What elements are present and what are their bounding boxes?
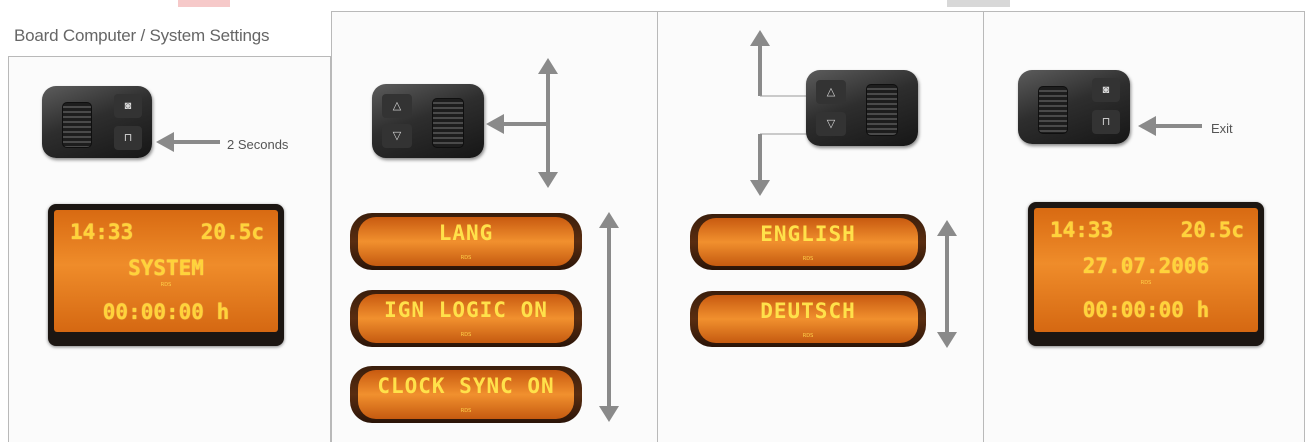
arrow-up-down-icon xyxy=(937,220,957,348)
thumbwheel-icon xyxy=(866,84,898,136)
page-title: Board Computer / System Settings xyxy=(14,26,270,45)
steering-control-icon: △ ▽ xyxy=(806,70,918,146)
caption-exit: Exit xyxy=(1211,121,1233,136)
steering-control-icon: ◙ ⊓ xyxy=(1018,70,1130,144)
display-line2: 27.07.2006 xyxy=(1082,254,1210,278)
option-english[interactable]: ENGLISH RDS xyxy=(690,214,926,270)
menu-item-clock-sync[interactable]: CLOCK SYNC ON RDS xyxy=(350,366,582,423)
header-marker-gray xyxy=(947,0,1010,7)
arrow-down-icon xyxy=(750,133,812,196)
rds-indicator: RDS xyxy=(802,333,814,339)
phone-button-icon: ◙ xyxy=(114,94,142,118)
rds-indicator: RDS xyxy=(160,282,172,288)
arrow-up-icon xyxy=(750,30,812,97)
up-button-icon: △ xyxy=(816,80,846,104)
up-button-icon: △ xyxy=(382,94,412,118)
menu-item-label: IGN LOGIC ON xyxy=(384,298,548,322)
thumbwheel-icon xyxy=(1038,86,1068,134)
header-marker-pink xyxy=(178,0,230,7)
rds-indicator: RDS xyxy=(460,332,472,338)
option-deutsch[interactable]: DEUTSCH RDS xyxy=(690,291,926,347)
arrow-up-down-icon xyxy=(486,58,558,188)
menu-button-icon: ⊓ xyxy=(1092,110,1120,134)
steering-control-icon: △ ▽ xyxy=(372,84,484,158)
phone-button-icon: ◙ xyxy=(1092,78,1120,102)
display-line3: 00:00:00 h xyxy=(1082,298,1210,322)
menu-item-label: CLOCK SYNC ON xyxy=(377,374,555,398)
arrow-up-down-icon xyxy=(599,212,619,422)
menu-item-lang[interactable]: LANG RDS xyxy=(350,213,582,270)
arrow-left-icon xyxy=(156,132,220,152)
thumbwheel-icon xyxy=(62,102,92,148)
display-temp: 20.5c xyxy=(200,220,264,244)
option-label: DEUTSCH xyxy=(760,299,856,323)
thumbwheel-icon xyxy=(432,98,464,148)
display-line3: 00:00:00 h xyxy=(102,300,230,324)
steering-control-icon: ◙ ⊓ xyxy=(42,86,152,158)
display-temp: 20.5c xyxy=(1180,218,1244,242)
display-line2: SYSTEM xyxy=(128,256,204,280)
caption-hold: 2 Seconds xyxy=(227,137,289,152)
down-button-icon: ▽ xyxy=(382,124,412,148)
menu-item-ign-logic[interactable]: IGN LOGIC ON RDS xyxy=(350,290,582,347)
display-time: 14:33 xyxy=(70,220,134,244)
display-system: 14:33 20.5c SYSTEM RDS 00:00:00 h xyxy=(48,204,284,346)
display-date: 14:33 20.5c 27.07.2006 RDS 00:00:00 h xyxy=(1028,202,1264,346)
rds-indicator: RDS xyxy=(802,256,814,262)
menu-button-icon: ⊓ xyxy=(114,126,142,150)
option-label: ENGLISH xyxy=(760,222,856,246)
rds-indicator: RDS xyxy=(460,255,472,261)
arrow-left-icon xyxy=(1138,116,1202,136)
display-time: 14:33 xyxy=(1050,218,1114,242)
rds-indicator: RDS xyxy=(1140,280,1152,286)
rds-indicator: RDS xyxy=(460,408,472,414)
down-button-icon: ▽ xyxy=(816,112,846,136)
menu-item-label: LANG xyxy=(438,221,494,245)
